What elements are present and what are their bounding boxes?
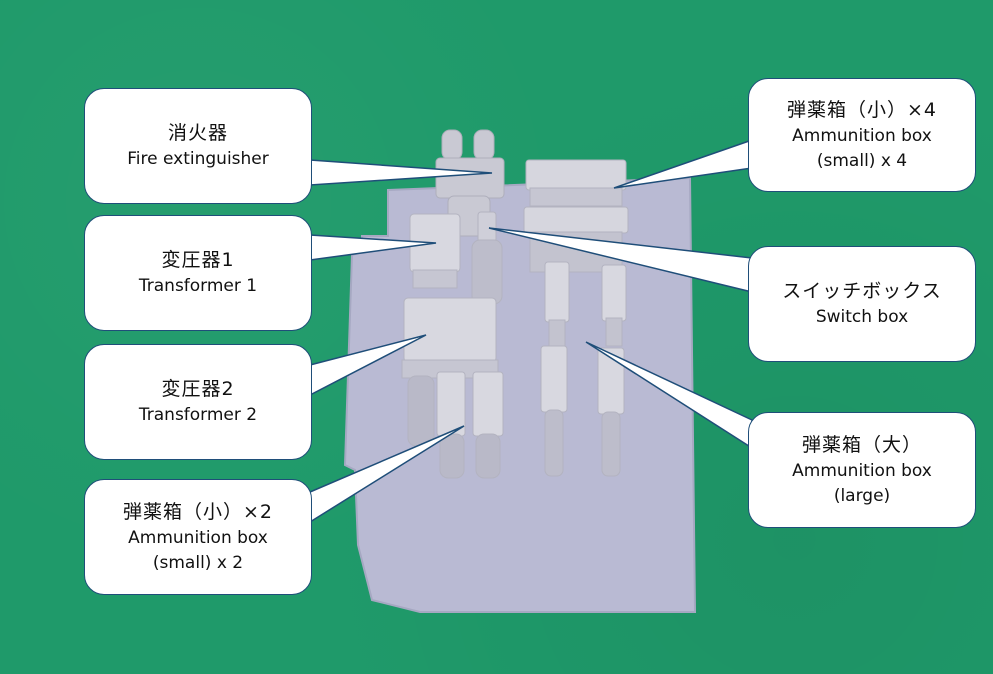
callout-switch-box: スイッチボックス Switch box — [748, 246, 976, 362]
callout-en-label: Ammunition box — [792, 461, 932, 482]
callout-jp-label: 変圧器2 — [161, 377, 235, 400]
callout-en-label: Switch box — [815, 307, 909, 328]
callout-jp-label: 変圧器1 — [161, 248, 235, 271]
callout-ammo-large: 弾薬箱（大） Ammunition box (large) — [748, 412, 976, 528]
callout-en-label: Fire extinguisher — [127, 149, 269, 170]
callout-en-label: (large) — [833, 485, 891, 506]
callout-transformer-2: 変圧器2 Transformer 2 — [84, 344, 312, 460]
callout-jp-label: スイッチボックス — [782, 279, 942, 302]
callout-jp-label: 弾薬箱（小）×4 — [786, 98, 937, 121]
callout-ammo-small-2: 弾薬箱（小）×2 Ammunition box (small) x 2 — [84, 479, 312, 595]
callout-en-label: (small) x 2 — [152, 552, 244, 573]
callout-ammo-small-4: 弾薬箱（小）×4 Ammunition box (small) x 4 — [748, 78, 976, 192]
callout-jp-label: 弾薬箱（大） — [801, 433, 922, 456]
callout-en-label: Transformer 1 — [138, 276, 258, 297]
callout-en-label: Transformer 2 — [138, 405, 258, 426]
callout-jp-label: 弾薬箱（小）×2 — [122, 500, 273, 523]
callout-en-label: (small) x 4 — [816, 150, 908, 171]
callout-jp-label: 消火器 — [167, 121, 228, 144]
callout-transformer-1: 変圧器1 Transformer 1 — [84, 215, 312, 331]
callout-fire-extinguisher: 消火器 Fire extinguisher — [84, 88, 312, 204]
callout-en-label: Ammunition box — [792, 126, 932, 147]
callout-en-label: Ammunition box — [128, 528, 268, 549]
